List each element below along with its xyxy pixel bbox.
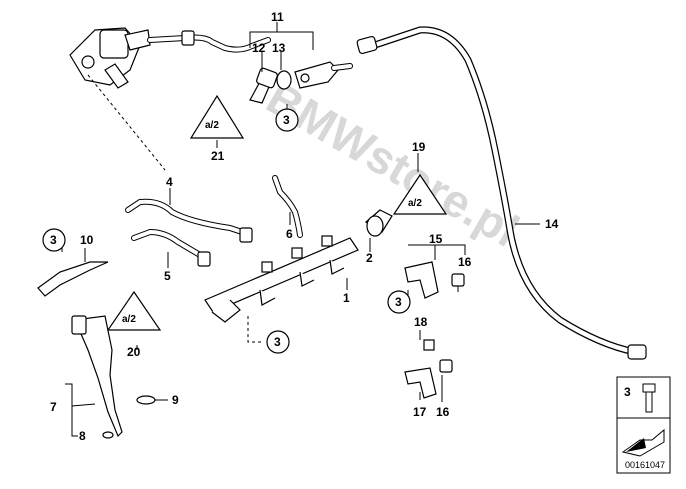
callout-1: 1 — [343, 291, 350, 305]
callout-18: 18 — [414, 315, 428, 329]
leader-lines — [61, 22, 540, 437]
sensor-16-bottom[interactable] — [439, 359, 453, 373]
warning-triangle-20: a/2 — [106, 290, 162, 331]
callout-10: 10 — [80, 233, 94, 247]
callout-19: 19 — [412, 140, 426, 154]
callout-7: 7 — [50, 400, 57, 414]
fuel-rail-1[interactable] — [204, 235, 359, 323]
pressure-sensor-12[interactable] — [249, 67, 278, 104]
heat-shield-10[interactable] — [37, 261, 109, 297]
fuel-pipe-5[interactable] — [131, 229, 211, 267]
callout-3a: 3 — [283, 113, 290, 127]
callout-21: 21 — [211, 149, 225, 163]
callout-13: 13 — [272, 41, 286, 55]
callout-9: 9 — [172, 393, 179, 407]
callout-14: 14 — [545, 217, 559, 231]
callout-circle-3a — [275, 108, 299, 132]
callout-16b: 16 — [436, 405, 450, 419]
rail-plug-2[interactable] — [364, 209, 393, 237]
callout-17: 17 — [413, 405, 427, 419]
warning-triangle-19: a/2 — [392, 173, 448, 215]
fuel-connector-11[interactable] — [294, 61, 353, 89]
arrow-icon — [621, 428, 665, 457]
callout-2: 2 — [366, 251, 373, 265]
svg-text:a/2: a/2 — [122, 314, 136, 325]
callout-8: 8 — [79, 429, 86, 443]
high-pressure-pump[interactable] — [69, 27, 151, 89]
callout-12: 12 — [252, 41, 266, 55]
fuel-hose-14[interactable] — [356, 26, 647, 360]
callout-3b: 3 — [50, 233, 57, 247]
legend-box: 3 00161047 — [616, 376, 671, 474]
callout-16a: 16 — [458, 255, 472, 269]
screw-18[interactable] — [423, 339, 435, 351]
injector-7[interactable] — [71, 315, 123, 438]
svg-text:a/2: a/2 — [408, 198, 422, 209]
seal-ring-8[interactable] — [102, 431, 114, 439]
sensor-16-top[interactable] — [451, 273, 465, 292]
callout-circle-3c — [387, 290, 411, 314]
pump-feed-pipe[interactable] — [147, 30, 271, 53]
callout-3d: 3 — [274, 335, 281, 349]
callout-11: 11 — [271, 10, 284, 24]
callout-4: 4 — [166, 175, 173, 189]
callout-6: 6 — [286, 227, 293, 241]
callout-circle-3b — [42, 228, 66, 252]
bolt-icon — [642, 383, 656, 413]
bracket-17[interactable] — [404, 367, 437, 399]
callout-3c: 3 — [395, 295, 402, 309]
callout-15: 15 — [429, 232, 443, 246]
warning-triangle-21: a/2 — [189, 94, 245, 139]
svg-text:a/2: a/2 — [205, 120, 219, 131]
callout-5: 5 — [164, 269, 171, 283]
legend-label: 3 — [624, 385, 631, 399]
pump-link-dashed — [87, 74, 166, 171]
callout-20: 20 — [127, 345, 141, 359]
fuel-pipe-6[interactable] — [272, 175, 303, 238]
o-ring-9[interactable] — [136, 395, 156, 405]
seal-ring-13[interactable] — [276, 70, 292, 90]
diagram-number: 00161047 — [625, 460, 665, 470]
callout-circle-3d — [266, 330, 290, 354]
fuel-pipe-4[interactable] — [125, 198, 253, 243]
bracket-15[interactable] — [404, 261, 439, 299]
